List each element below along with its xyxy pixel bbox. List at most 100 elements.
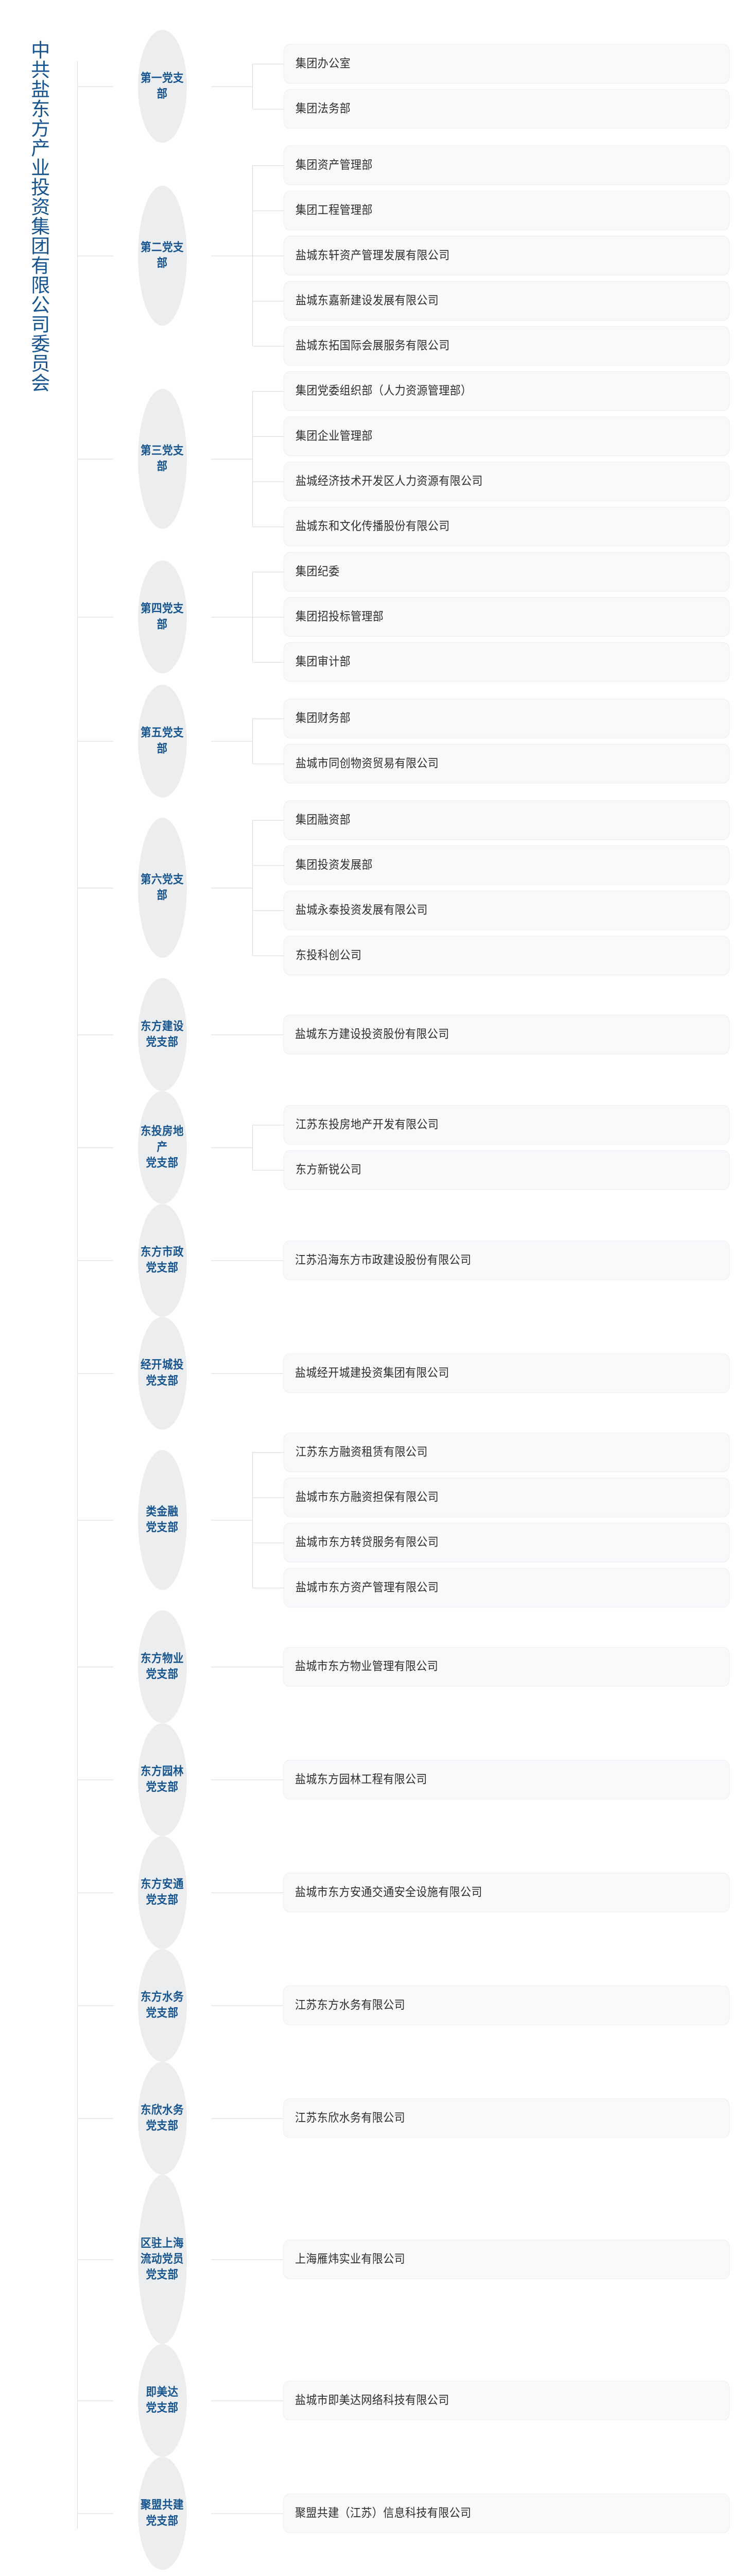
children-list: 盐城市即美达网络科技有限公司 <box>283 2378 745 2424</box>
branch-row: 聚盟共建 党支部 聚盟共建（江苏）信息科技有限公司 <box>77 2456 745 2570</box>
child-row: 集团党委组织部（人力资源管理部） <box>253 368 745 414</box>
child-row: 盐城市东方安通交通安全设施有限公司 <box>283 1870 745 1916</box>
child-row: 集团财务部 <box>253 696 745 741</box>
branch-node[interactable]: 第六党支部 <box>137 818 187 958</box>
child-chip[interactable]: 集团纪委 <box>284 552 730 592</box>
children-list: 集团融资部集团投资发展部盐城永泰投资发展有限公司东投科创公司 <box>253 798 745 978</box>
child-chip[interactable]: 东投科创公司 <box>284 936 730 976</box>
child-row: 盐城永泰投资发展有限公司 <box>253 888 745 933</box>
child-chip[interactable]: 盐城市东方资产管理有限公司 <box>284 1568 730 1608</box>
branch-node[interactable]: 第五党支部 <box>137 684 187 798</box>
branch-node[interactable]: 东欣水务 党支部 <box>137 2062 187 2175</box>
child-chip[interactable]: 集团企业管理部 <box>284 416 730 456</box>
branch-node-cell: 东方物业 党支部 <box>113 1610 211 1723</box>
branch-node[interactable]: 东投房地产 党支部 <box>137 1091 187 1204</box>
bus-connector <box>252 368 253 549</box>
bus-connector <box>252 696 253 786</box>
child-chip[interactable]: 盐城市东方物业管理有限公司 <box>283 1647 730 1687</box>
node-stub-connector <box>211 1351 283 1396</box>
children-group: 集团财务部盐城市同创物资贸易有限公司 <box>211 696 745 786</box>
child-chip[interactable]: 江苏东投房地产开发有限公司 <box>284 1105 730 1145</box>
branch-node[interactable]: 东方水务 党支部 <box>137 1948 187 2062</box>
node-stub-connector <box>211 2096 283 2141</box>
child-chip[interactable]: 集团招投标管理部 <box>284 597 730 637</box>
child-row: 集团办公室 <box>253 41 745 87</box>
child-chip[interactable]: 聚盟共建（江苏）信息科技有限公司 <box>283 2494 730 2533</box>
children-group: 盐城东方园林工程有限公司 <box>211 1757 745 1802</box>
child-chip[interactable]: 盐城东方建设投资股份有限公司 <box>283 1014 730 1055</box>
child-chip[interactable]: 盐城东拓国际会展服务有限公司 <box>284 326 730 366</box>
child-chip[interactable]: 盐城市即美达网络科技有限公司 <box>283 2380 730 2420</box>
child-chip[interactable]: 上海雁炜实业有限公司 <box>283 2240 730 2279</box>
child-row: 盐城市东方资产管理有限公司 <box>253 1565 745 1611</box>
branch-row: 第一党支部集团办公室集团法务部 <box>77 30 745 143</box>
branch-node[interactable]: 第四党支部 <box>137 560 187 673</box>
child-chip[interactable]: 盐城东方园林工程有限公司 <box>283 1759 730 1800</box>
child-chip[interactable]: 盐城东轩资产管理发展有限公司 <box>284 235 730 276</box>
node-stub-connector <box>211 2237 283 2282</box>
child-row: 江苏东方水务有限公司 <box>283 1983 745 2028</box>
branch-node[interactable]: 聚盟共建 党支部 <box>137 2456 187 2570</box>
child-chip[interactable]: 集团资产管理部 <box>284 145 730 185</box>
branch-node[interactable]: 第二党支部 <box>137 185 187 326</box>
children-list: 江苏东欣水务有限公司 <box>283 2096 745 2141</box>
children-group: 集团办公室集团法务部 <box>211 41 745 131</box>
child-connector <box>253 63 284 64</box>
child-chip[interactable]: 集团融资部 <box>284 800 730 840</box>
branch-node[interactable]: 第三党支部 <box>137 388 187 529</box>
child-chip[interactable]: 集团投资发展部 <box>284 845 730 885</box>
child-chip[interactable]: 集团审计部 <box>284 642 730 682</box>
node-stub-connector <box>211 1238 283 1283</box>
child-chip[interactable]: 江苏东欣水务有限公司 <box>283 2098 730 2138</box>
children-list: 盐城东方建设投资股份有限公司 <box>283 1012 745 1057</box>
child-connector <box>253 300 284 301</box>
branch-node[interactable]: 区驻上海 流动党员 党支部 <box>137 2175 187 2344</box>
child-chip[interactable]: 盐城经开城建投资集团有限公司 <box>283 1353 730 1393</box>
child-row: 集团审计部 <box>253 639 745 685</box>
branch-node[interactable]: 东方园林 党支部 <box>137 1723 187 1836</box>
child-row: 盐城市东方融资担保有限公司 <box>253 1475 745 1520</box>
child-chip[interactable]: 东方新锐公司 <box>284 1150 730 1190</box>
child-row: 盐城东嘉新建设发展有限公司 <box>253 278 745 324</box>
node-stub-connector <box>211 1870 283 1916</box>
child-chip[interactable]: 江苏东方融资租赁有限公司 <box>284 1432 730 1472</box>
children-group: 盐城经开城建投资集团有限公司 <box>211 1351 745 1396</box>
children-list: 盐城市东方安通交通安全设施有限公司 <box>283 1870 745 1916</box>
branch-node[interactable]: 东方安通 党支部 <box>137 1836 187 1949</box>
spine-connector <box>77 2400 113 2401</box>
child-row: 盐城市同创物资贸易有限公司 <box>253 741 745 786</box>
child-chip[interactable]: 盐城市东方融资担保有限公司 <box>284 1478 730 1517</box>
branch-node[interactable]: 东方物业 党支部 <box>137 1610 187 1723</box>
node-stub-connector <box>211 143 252 368</box>
branch-node[interactable]: 即美达 党支部 <box>137 2344 187 2457</box>
branch-node[interactable]: 类金融 党支部 <box>137 1450 187 1590</box>
branch-row: 东投房地产 党支部 江苏东投房地产开发有限公司东方新锐公司 <box>77 1091 745 1204</box>
child-chip[interactable]: 盐城市同创物资贸易有限公司 <box>284 743 730 784</box>
children-list: 聚盟共建（江苏）信息科技有限公司 <box>283 2491 745 2536</box>
branch-node[interactable]: 第一党支部 <box>137 30 187 143</box>
child-chip[interactable]: 集团法务部 <box>284 89 730 129</box>
branch-row: 第五党支部集团财务部盐城市同创物资贸易有限公司 <box>77 684 745 798</box>
child-chip[interactable]: 江苏沿海东方市政建设股份有限公司 <box>283 1240 730 1280</box>
child-chip[interactable]: 盐城东和文化传播股份有限公司 <box>284 506 730 547</box>
child-chip[interactable]: 盐城东嘉新建设发展有限公司 <box>284 281 730 321</box>
child-chip[interactable]: 集团财务部 <box>284 699 730 738</box>
branch-row: 即美达 党支部 盐城市即美达网络科技有限公司 <box>77 2344 745 2457</box>
child-chip[interactable]: 江苏东方水务有限公司 <box>283 1986 730 2025</box>
child-chip[interactable]: 盐城经济技术开发区人力资源有限公司 <box>284 462 730 501</box>
child-chip[interactable]: 集团工程管理部 <box>284 191 730 230</box>
child-chip[interactable]: 集团党委组织部（人力资源管理部） <box>284 371 730 411</box>
spine-connector <box>77 2513 113 2514</box>
branch-node-cell: 第六党支部 <box>113 818 211 958</box>
child-chip[interactable]: 盐城市东方安通交通安全设施有限公司 <box>283 1872 730 1912</box>
branch-node[interactable]: 东方建设 党支部 <box>137 978 187 1091</box>
child-row: 集团融资部 <box>253 798 745 843</box>
branch-list: 第一党支部集团办公室集团法务部第二党支部集团资产管理部集团工程管理部盐城东轩资产… <box>77 30 745 2570</box>
child-chip[interactable]: 盐城市东方转贷服务有限公司 <box>284 1522 730 1563</box>
branch-node[interactable]: 经开城投 党支部 <box>137 1316 187 1430</box>
branch-row: 经开城投 党支部 盐城经开城建投资集团有限公司 <box>77 1316 745 1430</box>
branch-node-cell: 类金融 党支部 <box>113 1450 211 1590</box>
child-chip[interactable]: 集团办公室 <box>284 44 730 84</box>
child-chip[interactable]: 盐城永泰投资发展有限公司 <box>284 890 730 930</box>
branch-node[interactable]: 东方市政 党支部 <box>137 1204 187 1317</box>
